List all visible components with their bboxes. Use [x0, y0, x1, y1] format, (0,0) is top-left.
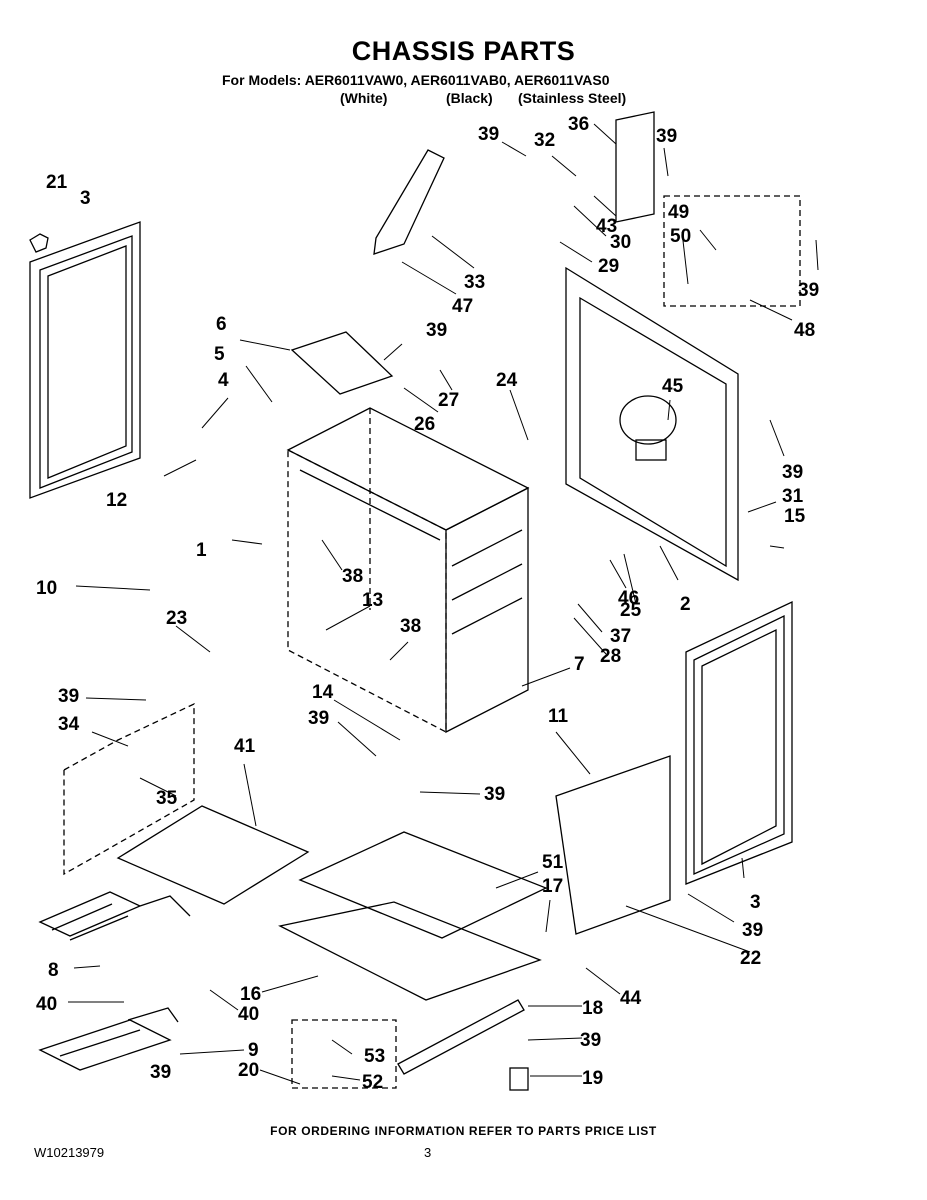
callout-label: 43 — [596, 216, 617, 237]
callout-label: 52 — [362, 1072, 383, 1093]
callout-label: 8 — [48, 960, 59, 981]
callout-label: 26 — [414, 414, 435, 435]
callout-labels: 1 2 3 3 4 5 6 7 8 9 10 11 12 13 14 15 16… — [36, 114, 819, 1093]
callout-label: 18 — [582, 998, 603, 1019]
panel-11 — [555, 755, 671, 935]
callout-label: 38 — [342, 566, 363, 587]
callout-label: 31 — [782, 486, 804, 507]
callout-label: 17 — [542, 876, 563, 897]
callout-label: 39 — [742, 920, 763, 941]
variant-stainless: (Stainless Steel) — [518, 90, 627, 106]
callout-label: 50 — [670, 226, 691, 247]
left-side-panel — [29, 221, 141, 499]
callout-label: 14 — [312, 682, 334, 703]
callout-label: 41 — [234, 736, 256, 757]
callout-label: 1 — [196, 540, 207, 561]
callout-label: 40 — [238, 1004, 259, 1025]
callout-label: 2 — [680, 594, 691, 615]
ordering-note: FOR ORDERING INFORMATION REFER TO PARTS … — [270, 1124, 657, 1138]
models-line: For Models: AER6011VAW0, AER6011VAB0, AE… — [222, 72, 610, 88]
lamp-assembly-box — [63, 702, 195, 876]
callout-label: 24 — [496, 370, 518, 391]
terminal-block-box — [291, 1019, 397, 1089]
callout-label: 29 — [598, 256, 619, 277]
callout-label: 10 — [36, 578, 57, 599]
callout-label: 3 — [80, 188, 91, 209]
callout-label: 9 — [248, 1040, 259, 1061]
callout-label: 32 — [534, 130, 555, 151]
callout-label: 15 — [784, 506, 806, 527]
callout-label: 11 — [548, 706, 569, 727]
callout-label: 5 — [214, 344, 225, 365]
callout-label: 6 — [216, 314, 227, 335]
callout-label: 47 — [452, 296, 473, 317]
callout-label: 34 — [58, 714, 80, 735]
callout-label: 30 — [610, 232, 631, 253]
callout-label: 39 — [58, 686, 79, 707]
bracket-36 — [615, 111, 655, 223]
callout-label: 39 — [782, 462, 803, 483]
page-title: CHASSIS PARTS — [351, 36, 576, 66]
callout-label: 44 — [620, 988, 642, 1009]
callout-label: 22 — [740, 948, 761, 969]
callout-label: 27 — [438, 390, 459, 411]
callout-label: 3 — [750, 892, 761, 913]
leveling-leg — [509, 1067, 529, 1091]
callout-label: 12 — [106, 490, 127, 511]
bracket-21 — [29, 233, 49, 253]
callout-label: 45 — [662, 376, 684, 397]
broil-element — [38, 891, 191, 941]
callout-label: 49 — [668, 202, 689, 223]
callout-label: 39 — [308, 708, 329, 729]
fan-assembly-box — [663, 195, 801, 307]
strip-18 — [397, 999, 525, 1075]
bottom-panel-51 — [298, 831, 548, 939]
variant-white: (White) — [340, 90, 388, 106]
callout-label: 23 — [166, 608, 187, 629]
callout-label: 35 — [156, 788, 178, 809]
callout-label: 39 — [484, 784, 505, 805]
callout-label: 4 — [218, 370, 229, 391]
callout-label: 20 — [238, 1060, 259, 1081]
callout-label: 48 — [794, 320, 815, 341]
callout-label: 46 — [618, 588, 639, 609]
variant-black: (Black) — [446, 90, 493, 106]
callout-label: 7 — [574, 654, 585, 675]
callout-label: 25 — [620, 600, 642, 621]
control-bracket — [290, 331, 394, 395]
callout-label: 51 — [542, 852, 564, 873]
callout-label: 16 — [240, 984, 261, 1005]
callout-label: 33 — [464, 272, 485, 293]
callout-label: 53 — [364, 1046, 385, 1067]
rear-panel — [565, 266, 739, 582]
callout-label: 39 — [478, 124, 499, 145]
callout-label: 39 — [426, 320, 447, 341]
right-side-panel — [685, 600, 793, 885]
callout-label: 28 — [600, 646, 621, 667]
document-number: W10213979 — [34, 1145, 105, 1160]
oven-cavity — [286, 407, 530, 734]
callout-label: 39 — [150, 1062, 171, 1083]
callout-label: 13 — [362, 590, 383, 611]
callout-label: 38 — [400, 616, 421, 637]
callout-label: 39 — [798, 280, 819, 301]
callout-label: 21 — [46, 172, 68, 193]
bottom-panel-41 — [116, 805, 310, 905]
callout-label: 19 — [582, 1068, 603, 1089]
bracket-33 — [373, 149, 445, 255]
bake-element — [38, 1007, 179, 1071]
callout-label: 36 — [568, 114, 589, 135]
callout-label: 39 — [580, 1030, 601, 1051]
page-number: 3 — [424, 1145, 432, 1160]
callout-label: 39 — [656, 126, 677, 147]
callout-label: 40 — [36, 994, 57, 1015]
callout-label: 37 — [610, 626, 631, 647]
tray-16 — [278, 901, 542, 1001]
